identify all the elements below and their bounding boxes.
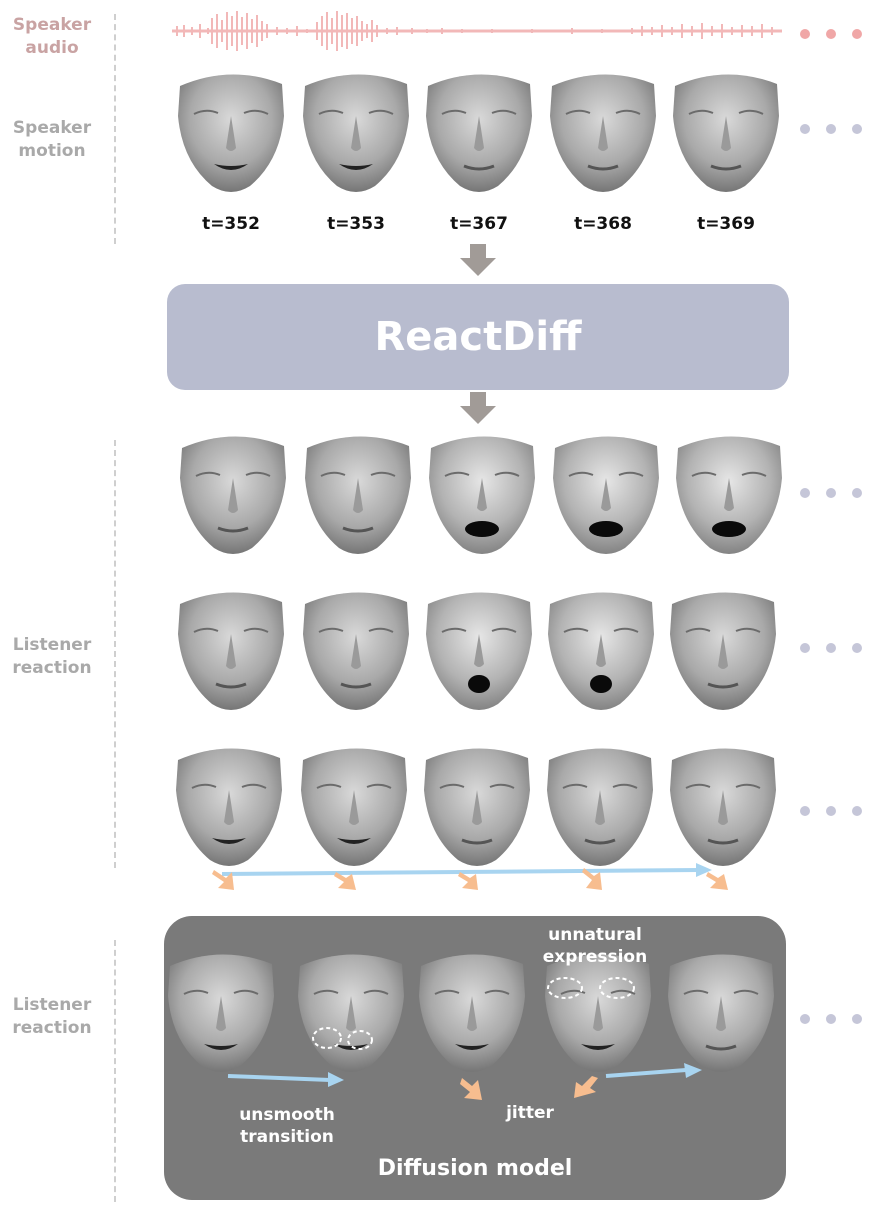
unnatural-eye-highlight-icon (547, 977, 635, 999)
listener-face-icon (172, 584, 290, 714)
smooth-transition-arrow (212, 863, 728, 890)
listener-face-icon (420, 584, 538, 714)
listener-face-icon (299, 428, 417, 558)
diffusion-face-icon (662, 946, 780, 1076)
timestep-label: t=369 (697, 214, 755, 234)
reaction-row2-dots (800, 643, 862, 656)
listener-face-icon (664, 740, 782, 870)
diffusion-face-icon (292, 946, 410, 1076)
speaker-face-icon (544, 66, 662, 196)
unsmooth-transition-annotation: unsmooth transition (239, 1105, 335, 1147)
listener-reaction-label: Listener reaction (12, 635, 92, 678)
listener-face-icon (295, 740, 413, 870)
diffusion-face-icon (413, 946, 531, 1076)
jitter-annotation: jitter (506, 1103, 554, 1123)
speaker-motion-label: Speaker motion (12, 118, 92, 161)
down-arrow-icon (460, 392, 496, 424)
listener-face-icon (297, 584, 415, 714)
unnatural-expression-annotation: unnatural expression (542, 925, 648, 967)
jitter-arrow-icon (574, 1076, 598, 1098)
speaker-face-icon (172, 66, 290, 196)
reaction-row3-dots (800, 806, 862, 819)
smooth-end-transition-arrow (605, 1063, 702, 1078)
diffusion-face-icon (162, 946, 280, 1076)
reactdiff-title: ReactDiff (374, 314, 582, 360)
speaker-face-icon (667, 66, 785, 196)
divider-listener-2 (114, 940, 116, 1202)
listener-face-icon (423, 428, 541, 558)
speaker-face-icon (420, 66, 538, 196)
timestep-label: t=353 (327, 214, 385, 234)
diffusion-model-title: Diffusion model (377, 1156, 573, 1181)
listener-face-icon (418, 740, 536, 870)
divider-speaker (114, 14, 116, 244)
timestep-label: t=352 (202, 214, 260, 234)
reactdiff-model-box: ReactDiff (167, 284, 789, 390)
listener-face-icon (542, 584, 660, 714)
timestep-label: t=367 (450, 214, 508, 234)
unsmooth-mouth-highlight-icon (312, 1027, 373, 1050)
listener-reaction-label-diffusion: Listener reaction (12, 995, 92, 1038)
timestep-label: t=368 (574, 214, 632, 234)
divider-listener-1 (114, 440, 116, 868)
listener-face-icon (670, 428, 788, 558)
speaker-audio-label: Speaker audio (12, 15, 92, 58)
diffusion-row-dots (800, 1014, 862, 1027)
reaction-row1-dots (800, 488, 862, 501)
listener-face-icon (541, 740, 659, 870)
motion-continuation-dots (800, 124, 862, 137)
audio-continuation-dots (800, 29, 862, 42)
speaker-audio-waveform (172, 11, 782, 51)
jitter-arrow-icon (460, 1078, 482, 1100)
listener-face-icon (664, 584, 782, 714)
listener-face-icon (170, 740, 288, 870)
listener-face-icon (174, 428, 292, 558)
listener-face-icon (547, 428, 665, 558)
speaker-face-icon (297, 66, 415, 196)
unsmooth-transition-arrow (227, 1072, 344, 1087)
down-arrow-icon (460, 244, 496, 276)
